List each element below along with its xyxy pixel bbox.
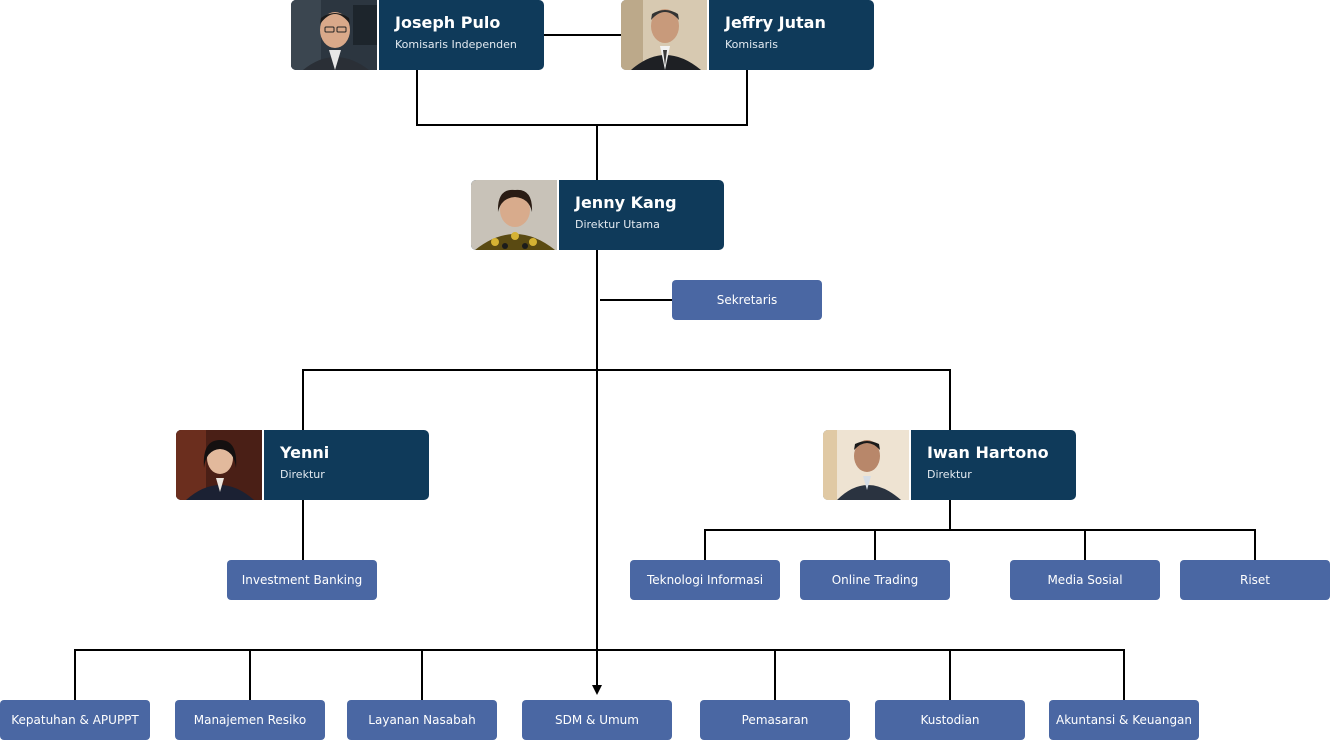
unit-sdm-umum: SDM & Umum xyxy=(522,700,672,740)
person-role: Direktur Utama xyxy=(575,218,660,231)
connector-bottom-row xyxy=(74,649,1125,700)
connector-directors xyxy=(302,369,951,431)
person-photo xyxy=(291,0,379,70)
unit-online-trading: Online Trading xyxy=(800,560,950,600)
person-photo xyxy=(621,0,709,70)
person-name: Yenni xyxy=(280,443,330,462)
unit-manajemen-resiko: Manajemen Resiko xyxy=(175,700,325,740)
person-photo xyxy=(471,180,559,250)
person-name: Joseph Pulo xyxy=(395,13,501,32)
person-name: Jenny Kang xyxy=(575,193,677,212)
connector-commissioners xyxy=(416,70,748,126)
unit-riset: Riset xyxy=(1180,560,1330,600)
unit-layanan-nasabah: Layanan Nasabah xyxy=(347,700,497,740)
person-role: Komisaris xyxy=(725,38,778,51)
unit-pemasaran: Pemasaran xyxy=(700,700,850,740)
person-role: Direktur xyxy=(280,468,325,481)
unit-investment-banking: Investment Banking xyxy=(227,560,377,600)
person-name: Jeffry Jutan xyxy=(725,13,826,32)
card-jeffry-jutan: Jeffry Jutan Komisaris xyxy=(621,0,874,70)
unit-media-sosial: Media Sosial xyxy=(1010,560,1160,600)
unit-akuntansi-keuangan: Akuntansi & Keuangan xyxy=(1049,700,1199,740)
card-jenny-kang: Jenny Kang Direktur Utama xyxy=(471,180,724,250)
person-photo xyxy=(823,430,911,500)
connector-iwan-units xyxy=(704,529,1256,560)
card-joseph-pulo: Joseph Pulo Komisaris Independen xyxy=(291,0,544,70)
unit-sekretaris: Sekretaris xyxy=(672,280,822,320)
person-role: Direktur xyxy=(927,468,972,481)
unit-kepatuhan-apuppt: Kepatuhan & APUPPT xyxy=(0,700,150,740)
person-role: Komisaris Independen xyxy=(395,38,517,51)
unit-kustodian: Kustodian xyxy=(875,700,1025,740)
person-photo xyxy=(176,430,264,500)
person-name: Iwan Hartono xyxy=(927,443,1049,462)
card-iwan-hartono: Iwan Hartono Direktur xyxy=(823,430,1076,500)
card-yenni: Yenni Direktur xyxy=(176,430,429,500)
unit-teknologi-informasi: Teknologi Informasi xyxy=(630,560,780,600)
